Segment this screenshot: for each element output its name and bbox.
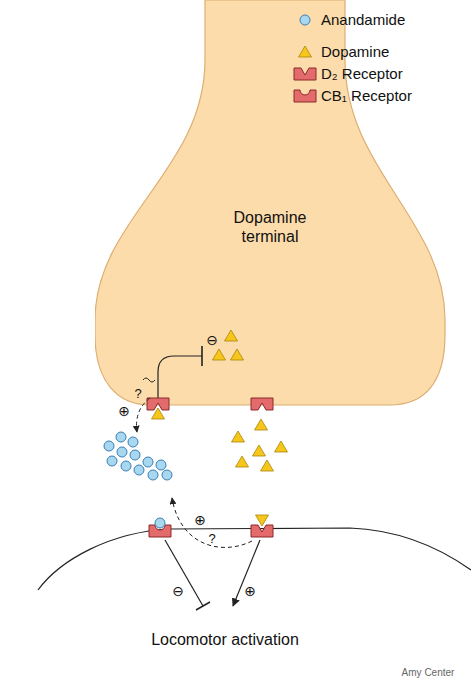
dopamine-molecule	[232, 431, 245, 442]
inhibit-sign: ⊖	[172, 583, 184, 599]
d2-receptor	[251, 525, 273, 537]
postsynaptic-cell-shape	[38, 528, 471, 590]
node-label: Locomotor activation	[100, 630, 350, 649]
anandamide-molecule	[117, 447, 127, 457]
anandamide-molecule	[143, 457, 153, 467]
anandamide-molecule	[162, 470, 172, 480]
anandamide-molecule	[156, 460, 166, 470]
anandamide-molecule	[130, 450, 140, 460]
dopamine-terminal: Dopamine terminal	[95, 0, 447, 412]
legend-label: Anandamide	[321, 11, 405, 28]
anandamide-molecule	[155, 518, 165, 528]
dopamine-molecule	[152, 408, 165, 419]
dopamine-terminal-shape	[95, 0, 445, 405]
dopamine-molecule	[255, 419, 268, 430]
legend-swatch	[292, 43, 318, 61]
legend-symbol	[294, 68, 316, 80]
dopamine-molecule	[275, 441, 288, 452]
dopamine-molecule	[261, 460, 274, 471]
postsynaptic-cell: Locomotor activation	[0, 495, 471, 685]
anandamide-molecule	[116, 432, 126, 442]
dopamine-molecule	[236, 456, 249, 467]
anandamide-molecule	[128, 437, 138, 447]
anandamide-molecule	[107, 456, 117, 466]
dopamine-molecule	[253, 445, 266, 456]
anandamide-molecule	[121, 461, 131, 471]
legend-symbol	[294, 90, 316, 102]
anandamide-molecule	[134, 465, 144, 475]
legend-swatch	[292, 65, 318, 83]
activation-arrow	[233, 540, 260, 606]
anandamide-molecule	[104, 441, 114, 451]
inhibition-line	[165, 540, 203, 606]
legend-label: Dopamine	[321, 43, 389, 60]
dashed-arrow	[172, 498, 252, 547]
dopamine-molecule	[256, 515, 269, 526]
legend-label: CB₁ Receptor	[321, 87, 412, 104]
legend-swatch	[292, 87, 318, 105]
excite-sign: ⊕	[194, 512, 206, 528]
excite-sign: ⊕	[244, 583, 256, 599]
legend-symbol	[300, 15, 310, 25]
dopamine-terminal-outline	[95, 0, 447, 412]
author-watermark: Amy Center	[402, 667, 455, 678]
legend-label: D₂ Receptor	[321, 65, 403, 82]
unknown-mark: ?	[208, 531, 215, 546]
postsynaptic-cell-outline	[0, 495, 471, 685]
anandamide-molecule	[148, 470, 158, 480]
inhibition-bar	[196, 602, 210, 610]
node-label: Dopamine terminal	[220, 208, 320, 246]
legend-swatch	[292, 11, 318, 29]
legend-symbol	[299, 46, 312, 57]
unknown-mark: ?	[134, 386, 141, 401]
inhibit-sign: ⊖	[206, 332, 218, 348]
excite-sign: ⊕	[118, 403, 130, 419]
